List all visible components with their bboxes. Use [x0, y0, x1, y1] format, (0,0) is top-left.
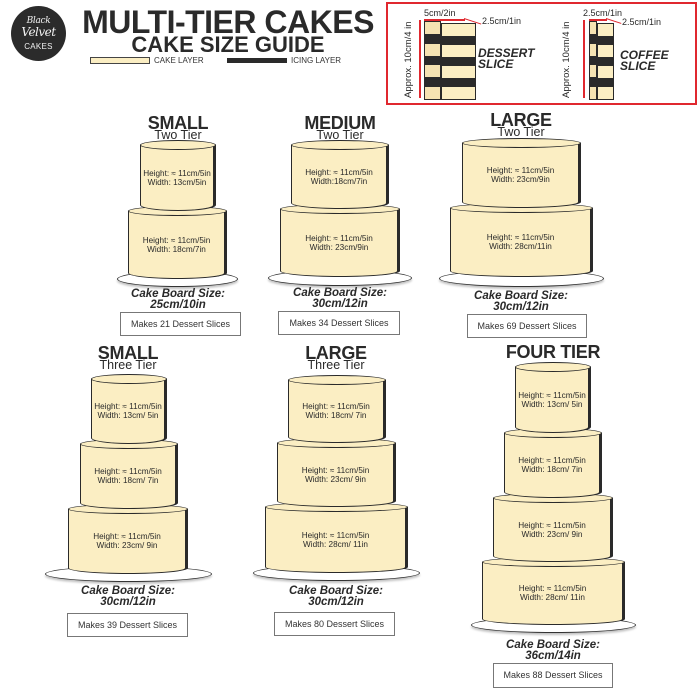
- slices-count-box: Makes 39 Dessert Slices: [67, 613, 188, 637]
- cake-title: FOUR TIER: [505, 342, 601, 362]
- page-subtitle: CAKE SIZE GUIDE: [131, 32, 325, 57]
- logo-text-black: Black: [26, 16, 51, 26]
- coffee-height-label: Approx. 10cm/4 in: [561, 21, 572, 98]
- icing-layer-label: ICING LAYER: [291, 56, 342, 65]
- cake-subtitle: Three Tier: [99, 358, 157, 372]
- cake-title: LARGE: [305, 343, 367, 363]
- dessert-slice-side: [424, 21, 441, 100]
- cake-layer-label: CAKE LAYER: [154, 56, 204, 65]
- dessert-height-label: Approx. 10cm/4 in: [403, 21, 414, 98]
- slices-count-box: Makes 88 Dessert Slices: [493, 663, 613, 688]
- dessert-depth-label: 2.5cm/1in: [482, 16, 522, 26]
- cake-subtitle: Two Tier: [497, 125, 545, 139]
- board-size-label: Cake Board Size: 30cm/12in: [81, 585, 175, 608]
- slice-guide-box: [386, 2, 697, 105]
- cake-subtitle: Three Tier: [307, 358, 365, 372]
- board-size-label: Cake Board Size: 30cm/12in: [474, 290, 568, 313]
- board-size-label: Cake Board Size: 25cm/10in: [131, 288, 225, 311]
- cake-title: SMALL: [97, 343, 159, 363]
- dessert-height-line: [419, 20, 421, 98]
- dessert-top-width-label: 5cm/2in: [424, 8, 456, 18]
- page-title: MULTI-TIER CAKES: [82, 4, 374, 40]
- coffee-width-line: [589, 19, 607, 21]
- coffee-height-line: [583, 20, 585, 98]
- board-size-label: Cake Board Size: 30cm/12in: [293, 287, 387, 310]
- logo-text-cakes: CAKES: [24, 42, 53, 51]
- logo-text-velvet: Velvet: [21, 25, 56, 39]
- dessert-width-line: [424, 19, 465, 21]
- cake-title: MEDIUM: [304, 113, 376, 133]
- cake-title: LARGE: [490, 110, 552, 130]
- coffee-slice-side: [589, 21, 597, 100]
- cake-subtitle: Two Tier: [154, 128, 202, 142]
- slices-count-box: Makes 80 Dessert Slices: [274, 612, 395, 636]
- coffee-depth-label: 2.5cm/1in: [622, 17, 662, 27]
- icing-layer-swatch: [227, 58, 287, 63]
- slices-count-box: Makes 34 Dessert Slices: [278, 311, 400, 335]
- coffee-slice-front: [597, 23, 614, 100]
- slices-count-box: Makes 69 Dessert Slices: [467, 314, 587, 338]
- coffee-slice-title: COFFEE SLICE: [620, 48, 669, 73]
- board-size-label: Cake Board Size: 30cm/12in: [289, 585, 383, 608]
- board-size-label: Cake Board Size: 36cm/14in: [506, 639, 600, 662]
- dessert-slice-front: [441, 23, 476, 100]
- dessert-slice-title: DESSERT SLICE: [478, 46, 535, 71]
- slices-count-box: Makes 21 Dessert Slices: [120, 312, 241, 336]
- cake-title: SMALL: [147, 113, 209, 133]
- cake-subtitle: Two Tier: [316, 128, 364, 142]
- brand-logo: Black Velvet CAKES: [11, 6, 66, 61]
- cake-layer-swatch: [90, 57, 150, 64]
- coffee-top-width-label: 2.5cm/1in: [583, 8, 623, 18]
